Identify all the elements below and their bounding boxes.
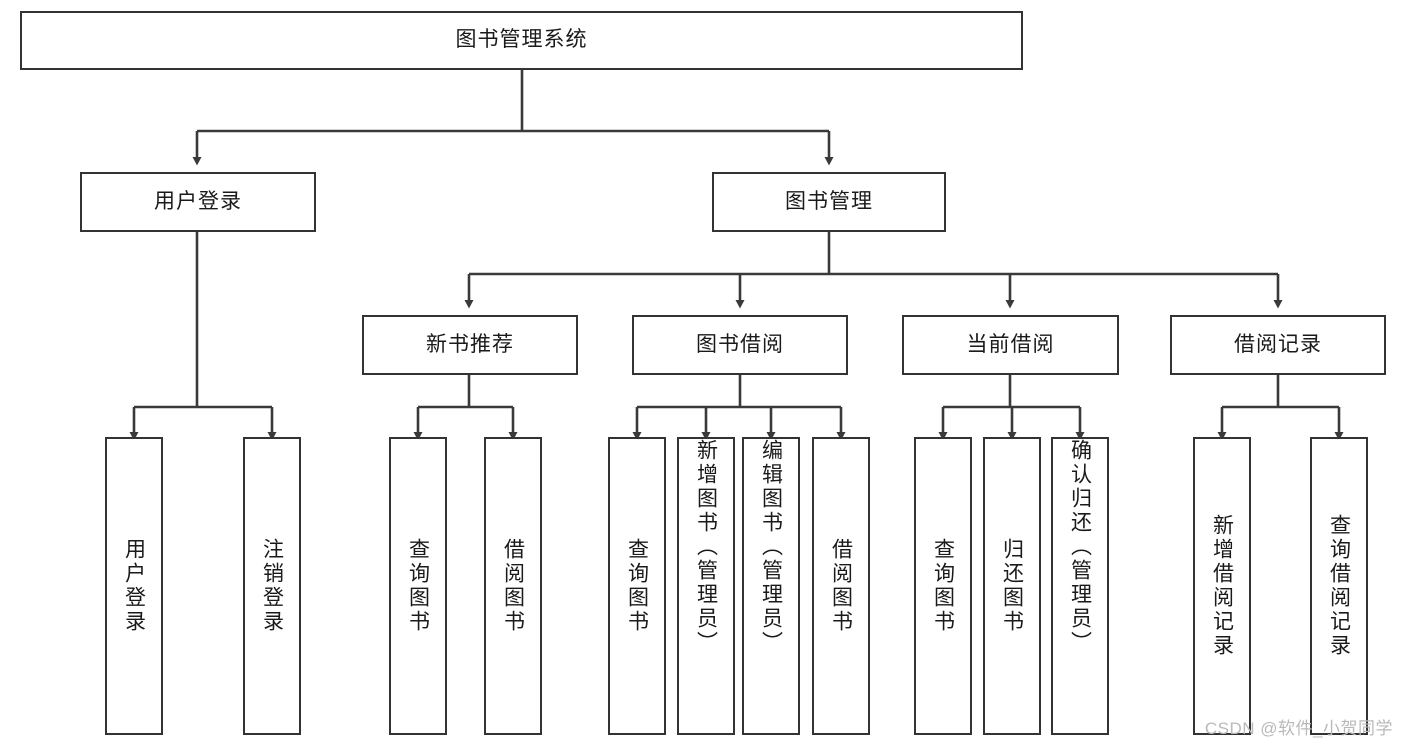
- node-label: 图书管理: [785, 189, 873, 213]
- node-book-management[interactable]: 图书管理: [712, 172, 946, 232]
- node-label: 查询图书: [931, 538, 955, 634]
- leaf-current-return-book[interactable]: 归还图书: [983, 437, 1041, 735]
- node-label: 新增图书（管理员）: [694, 439, 718, 655]
- leaf-borrow-borrow-book[interactable]: 借阅图书: [812, 437, 870, 735]
- node-label: 新书推荐: [426, 332, 514, 356]
- node-label: 借阅图书: [501, 538, 525, 634]
- leaf-current-query-book[interactable]: 查询图书: [914, 437, 972, 735]
- leaf-borrow-edit-book-admin[interactable]: 编辑图书（管理员）: [742, 437, 800, 735]
- node-label: 确认归还（管理员）: [1068, 439, 1092, 655]
- leaf-recommend-query-book[interactable]: 查询图书: [389, 437, 447, 735]
- node-label: 查询图书: [406, 538, 430, 634]
- node-label: 当前借阅: [966, 332, 1055, 356]
- node-root-system[interactable]: 图书管理系统: [20, 11, 1023, 70]
- node-label: 归还图书: [1000, 538, 1024, 634]
- leaf-record-query-record[interactable]: 查询借阅记录: [1310, 437, 1368, 735]
- node-label: 注销登录: [260, 538, 284, 634]
- node-label: 图书借阅: [696, 332, 784, 356]
- node-user-login[interactable]: 用户登录: [80, 172, 316, 232]
- leaf-recommend-borrow-book[interactable]: 借阅图书: [484, 437, 542, 735]
- node-current-borrow[interactable]: 当前借阅: [902, 315, 1119, 375]
- node-label: 借阅记录: [1234, 332, 1322, 356]
- leaf-current-confirm-return-admin[interactable]: 确认归还（管理员）: [1051, 437, 1109, 735]
- node-book-borrow[interactable]: 图书借阅: [632, 315, 848, 375]
- node-label: 查询图书: [625, 538, 649, 634]
- node-new-book-recommend[interactable]: 新书推荐: [362, 315, 578, 375]
- leaf-borrow-add-book-admin[interactable]: 新增图书（管理员）: [677, 437, 735, 735]
- leaf-user-login-signin[interactable]: 用户登录: [105, 437, 163, 735]
- node-label: 编辑图书（管理员）: [759, 439, 783, 655]
- node-label: 用户登录: [122, 538, 146, 634]
- node-borrow-record[interactable]: 借阅记录: [1170, 315, 1386, 375]
- leaf-record-add-record[interactable]: 新增借阅记录: [1193, 437, 1251, 735]
- node-label: 借阅图书: [829, 538, 853, 634]
- leaf-user-login-signout[interactable]: 注销登录: [243, 437, 301, 735]
- node-label: 用户登录: [154, 189, 242, 213]
- csdn-watermark: CSDN @软件_小贺同学: [1204, 719, 1393, 738]
- node-label: 新增借阅记录: [1210, 514, 1234, 658]
- node-label: 图书管理系统: [455, 28, 588, 52]
- node-label: 查询借阅记录: [1327, 514, 1351, 658]
- leaf-borrow-query-book[interactable]: 查询图书: [608, 437, 666, 735]
